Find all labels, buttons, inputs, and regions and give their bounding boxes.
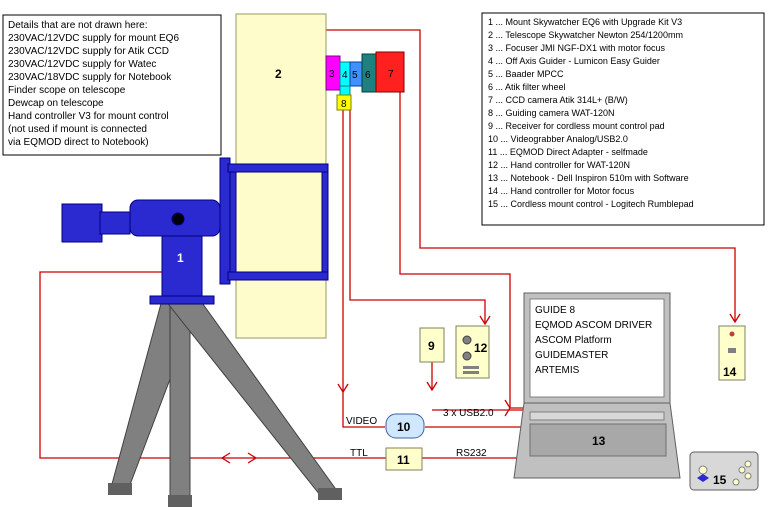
notebook-keyboard: [529, 423, 667, 457]
notes-line: 230VAC/12VDC supply for Atik CCD: [8, 46, 169, 57]
notes-line: (not used if mount is connected: [8, 124, 147, 135]
label-11: 11: [397, 453, 410, 467]
label-5: 5: [352, 70, 358, 81]
legend-item: 6 ... Atik filter wheel: [488, 82, 566, 92]
notebook: GUIDE 8 EQMOD ASCOM DRIVER ASCOM Platfor…: [513, 292, 681, 479]
arrow-usb: [504, 399, 511, 417]
legend-item: 2 ... Telescope Skywatcher Newton 254/12…: [488, 30, 683, 40]
notes-line: Hand controller V3 for mount control: [8, 111, 169, 122]
label-ttl: TTL: [350, 448, 368, 459]
notes-line: 230VAC/12VDC supply for Watec: [8, 59, 156, 70]
label-9: 9: [428, 339, 435, 353]
legend-item: 15 ... Cordless mount control - Logitech…: [488, 199, 694, 209]
label-8: 8: [341, 99, 347, 110]
label-10: 10: [397, 420, 411, 434]
cable-mount-ttl: [39, 271, 386, 459]
legend-item: 11 ... EQMOD Direct Adapter - selfmade: [488, 147, 648, 157]
counterweight: [61, 203, 103, 243]
tripod-foot-left: [108, 483, 132, 495]
arrow-ttl-left: [220, 452, 231, 464]
cable-video-in: [342, 392, 385, 428]
tube-ring-plate: [219, 157, 231, 285]
legend-item: 8 ... Guiding camera WAT-120N: [488, 108, 615, 118]
mount-pivot: [171, 212, 185, 226]
label-4: 4: [342, 70, 348, 81]
label-12: 12: [474, 341, 488, 355]
notes-line: Dewcap on telescope: [8, 98, 104, 109]
cable-ccd-usb: [399, 88, 528, 409]
label-13: 13: [592, 434, 606, 448]
notes-line: 230VAC/18VDC supply for Notebook: [8, 72, 172, 83]
guide-hand-controller: 12: [455, 325, 490, 379]
tripod-leg-center: [169, 304, 191, 499]
arrow-video: [337, 383, 349, 394]
legend-item: 5 ... Baader MPCC: [488, 69, 564, 79]
legend-item: 10 ... Videograbber Analog/USB2.0: [488, 134, 628, 144]
legend-item: 1 ... Mount Skywatcher EQ6 with Upgrade …: [488, 17, 682, 27]
ccd-camera: [375, 51, 405, 93]
software-item: ASCOM Platform: [535, 335, 612, 346]
notes-box: Details that are not drawn here: 230VAC/…: [2, 14, 222, 156]
eqmod-adapter: 11: [385, 447, 423, 471]
label-6: 6: [365, 70, 371, 81]
notes-line: Finder scope on telescope: [8, 85, 126, 96]
software-item: GUIDEMASTER: [535, 350, 608, 361]
tube-ring-top: [227, 163, 329, 173]
notebook-hinge: [529, 411, 665, 421]
legend-item: 4 ... Off Axis Guider - Lumicon Easy Gui…: [488, 56, 660, 66]
telescope-tube: 2: [235, 13, 327, 339]
software-item: EQMOD ASCOM DRIVER: [535, 320, 652, 331]
tube-ring-left: [229, 171, 237, 273]
mount: [61, 157, 329, 305]
mount-body: [161, 235, 203, 301]
notebook-screen: [529, 298, 665, 398]
notes-line: 230VAC/12VDC supply for mount EQ6: [8, 33, 179, 44]
optical-train: 3 4 5 6 7 8: [325, 51, 405, 111]
arrow-14: [729, 313, 741, 324]
guide-camera: [336, 94, 352, 111]
label-15: 15: [713, 473, 727, 487]
label-usb: 3 x USB2.0: [443, 408, 494, 419]
legend-item: 12 ... Hand controller for WAT-120N: [488, 160, 630, 170]
label-video: VIDEO: [346, 416, 377, 427]
legend-item: 9 ... Receiver for cordless mount contro…: [488, 121, 665, 131]
legend-item: 7 ... CCD camera Atik 314L+ (B/W): [488, 95, 628, 105]
notes-line: via EQMOD direct to Notebook): [8, 137, 149, 148]
focus-hand-controller: 14: [718, 325, 746, 381]
tube-ring-bottom: [227, 271, 329, 281]
videograbber: 10: [385, 413, 425, 439]
tube-ring-right: [321, 171, 329, 273]
software-item: GUIDE 8: [535, 305, 575, 316]
software-item: ARTEMIS: [535, 365, 580, 376]
arrowheads: [220, 313, 741, 464]
arrow-ttl-right: [247, 452, 258, 464]
legend-box: 1 ... Mount Skywatcher EQ6 with Upgrade …: [481, 12, 765, 226]
legend-item: 13 ... Notebook - Dell Inspiron 510m wit…: [488, 173, 689, 183]
gamepad: 15: [689, 451, 759, 491]
arrow-rx: [426, 381, 438, 392]
label-1: 1: [177, 251, 184, 265]
arrow-12: [479, 315, 491, 326]
label-14: 14: [723, 365, 737, 379]
tripod: [108, 299, 342, 507]
legend-item: 3 ... Focuser JMI NGF-DX1 with motor foc…: [488, 43, 666, 53]
counterweight-shaft: [99, 211, 131, 235]
label-rs232: RS232: [456, 448, 487, 459]
label-7: 7: [388, 69, 394, 80]
legend-item: 14 ... Hand controller for Motor focus: [488, 186, 635, 196]
notes-line: Details that are not drawn here:: [8, 20, 148, 31]
tripod-foot-right: [318, 488, 342, 500]
label-3: 3: [329, 69, 335, 80]
tripod-foot-center: [168, 495, 192, 507]
cable-guide-12: [349, 108, 486, 324]
label-2: 2: [275, 67, 282, 81]
mount-base: [149, 295, 215, 305]
receiver: 9: [419, 327, 445, 363]
